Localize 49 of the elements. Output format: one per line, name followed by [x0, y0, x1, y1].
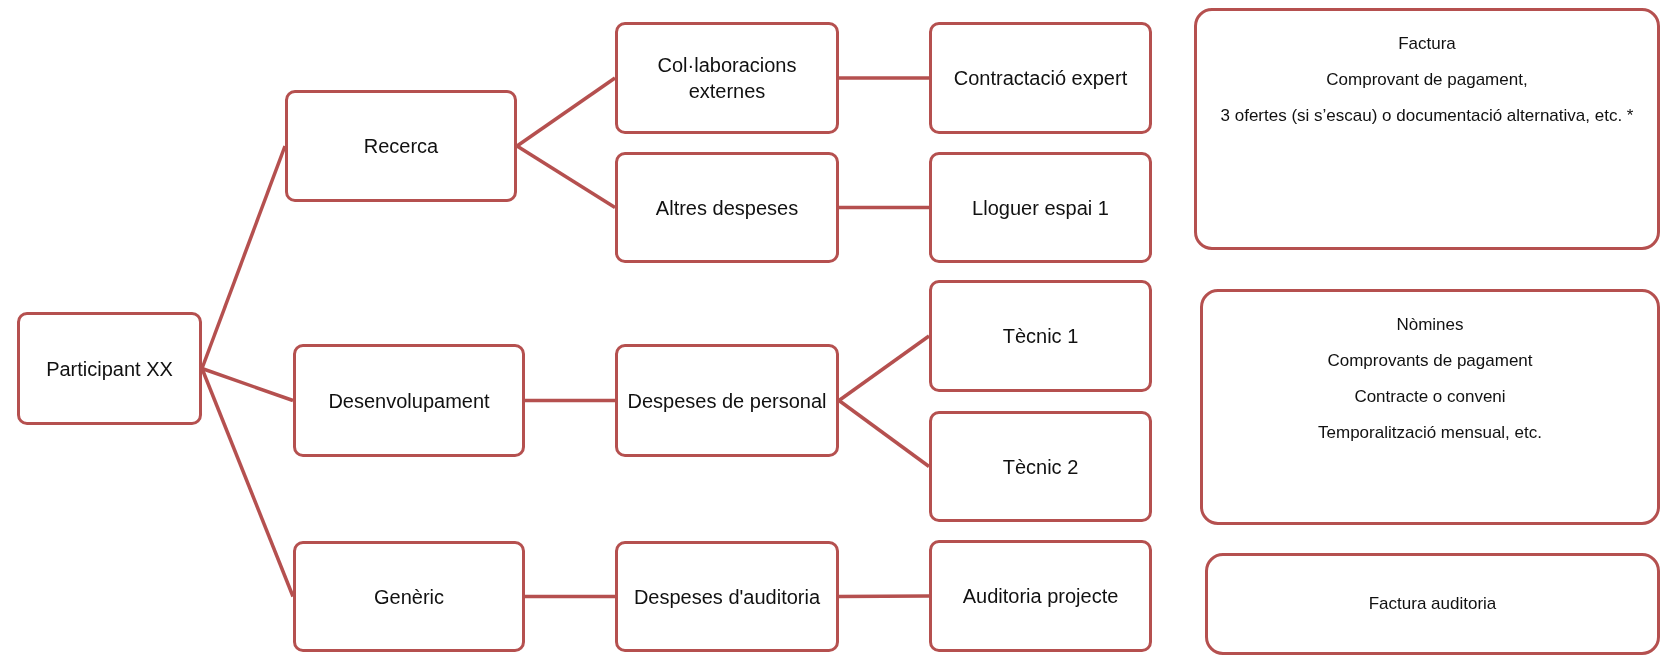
connector-line — [200, 145, 287, 370]
category-box — [285, 90, 517, 202]
box-text: Factura auditoria — [1368, 592, 1497, 615]
category-box — [615, 541, 839, 652]
box-text: Despeses de personal — [627, 388, 827, 414]
connector-line — [839, 594, 929, 599]
category-box — [615, 22, 839, 134]
connector-line — [839, 205, 929, 210]
box-text: Contracte o conveni — [1354, 386, 1506, 409]
box-text: Contractació expert — [953, 66, 1128, 91]
category-box — [929, 280, 1152, 392]
connector-line — [525, 594, 615, 599]
box-text: Genèric — [374, 584, 444, 610]
box-text: Desenvolupament — [328, 388, 490, 414]
connector-line — [200, 367, 295, 598]
box-text: 3 ofertes (si s’escau) o documentació alternativa, etc. * — [1220, 105, 1634, 128]
connector-line — [839, 76, 929, 80]
box-text: Comprovant de pagament, — [1326, 69, 1528, 92]
box-text: Despeses d'auditoria — [633, 584, 821, 610]
box-text: Factura — [1398, 33, 1456, 55]
category-box — [615, 152, 839, 263]
connector-line — [516, 76, 616, 148]
box-text: Altres despeses — [655, 195, 799, 221]
note-box — [1200, 289, 1660, 525]
box-text: Recerca — [363, 134, 439, 159]
connector-line — [516, 144, 616, 209]
category-box — [929, 22, 1152, 134]
category-box — [17, 312, 202, 425]
box-text: Nòmines — [1396, 314, 1464, 336]
box-text: Tècnic 1 — [1002, 324, 1079, 349]
note-box — [1194, 8, 1660, 250]
category-box — [929, 540, 1152, 652]
connector-line — [837, 399, 931, 468]
box-text: Tècnic 2 — [1002, 454, 1079, 480]
category-box — [929, 411, 1152, 522]
note-box — [1205, 553, 1660, 655]
box-text: Lloguer espai 1 — [972, 195, 1109, 221]
category-box — [929, 152, 1152, 263]
connector-line — [838, 334, 930, 402]
connector-line — [201, 366, 294, 403]
box-text: Col·laboracions externes — [656, 53, 798, 104]
box-text: Comprovants de pagament — [1327, 350, 1533, 373]
category-box — [293, 541, 525, 652]
connector-line — [525, 398, 615, 403]
category-box — [293, 344, 525, 457]
box-text: Participant XX — [46, 356, 173, 382]
box-text: Temporalització mensual, etc. — [1318, 422, 1542, 445]
category-box — [615, 344, 839, 457]
box-text: Auditoria projecte — [962, 584, 1119, 609]
